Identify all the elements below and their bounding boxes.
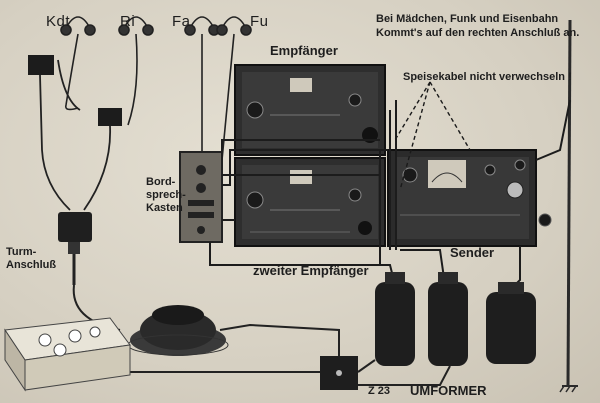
turret-label-line: Turm-: [6, 246, 37, 258]
intercom-label: Bord- sprech- Kasten: [146, 176, 186, 215]
rhyme-note-line: Bei Mädchen, Funk und Eisenbahn: [376, 13, 559, 25]
headphone-icon: [60, 16, 96, 111]
transmitter-unit: [387, 149, 552, 247]
headphone-icon: [118, 16, 154, 126]
battery-crate: [4, 317, 131, 392]
second-receiver-label: zweiter Empfänger: [253, 263, 369, 278]
turret-label-line: Anschluß: [6, 259, 57, 271]
converter-units: [375, 272, 536, 366]
receiver-unit-upper: [234, 64, 386, 156]
headphone-label-kdt: Kdt: [46, 13, 71, 30]
intercom-box: [179, 151, 223, 243]
antenna-mast: [559, 19, 578, 393]
warning-label: Speisekabel nicht verwechseln !: [403, 71, 572, 83]
headphone-label-ri: Ri: [120, 13, 136, 30]
rhyme-note-line: Kommt's auf den rechten Anschluß an.: [376, 27, 580, 39]
speaker-box-right: [98, 108, 122, 126]
floor-speaker: [127, 305, 229, 356]
converter-unit: [375, 272, 415, 366]
converter-label: UMFORMER: [410, 383, 487, 398]
transmitter-label: Sender: [450, 245, 495, 260]
power-junction-box: [320, 356, 358, 390]
intercom-label-line: Bord-: [146, 176, 176, 188]
turret-junction: [58, 212, 92, 285]
turret-label: Turm- Anschluß: [6, 246, 56, 272]
receiver-label: Empfänger: [270, 43, 338, 58]
headphones-group: [60, 16, 252, 161]
intercom-label-line: sprech-: [146, 189, 186, 201]
converter-unit: [428, 272, 468, 366]
intercom-label-line: Kasten: [146, 202, 183, 214]
receiver-unit-lower: [234, 157, 386, 247]
speaker-box-left: [28, 55, 54, 75]
headphone-icon: [184, 16, 220, 160]
converter-unit: [486, 282, 536, 364]
rhyme-note: Bei Mädchen, Funk und Eisenbahn Kommt's …: [376, 12, 579, 40]
headphone-label-fu: Fu: [250, 13, 269, 30]
headphone-label-fa: Fa: [172, 13, 191, 30]
converter-code: Z 23: [368, 385, 391, 397]
